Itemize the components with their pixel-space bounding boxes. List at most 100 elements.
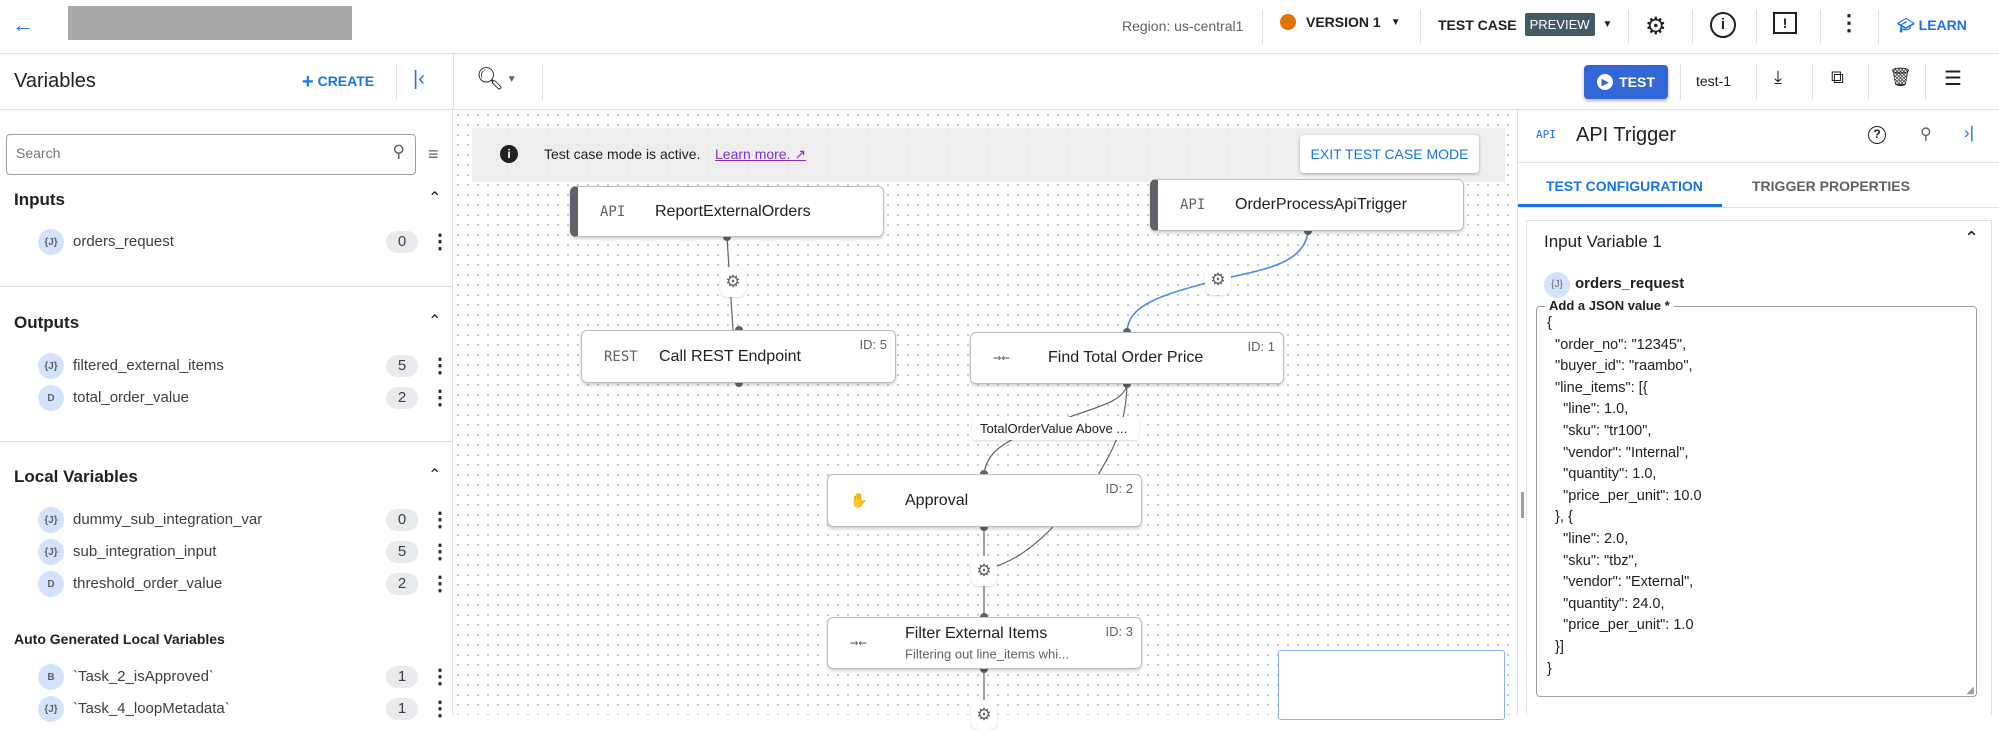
test-case-selector[interactable]: TEST CASE PREVIEW ▼ <box>1438 13 1612 36</box>
section-title: Input Variable 1 <box>1544 232 1662 251</box>
json-value-text: { "order_no": "12345", "buyer_id": "raam… <box>1547 315 1702 677</box>
test-button[interactable]: ▶ TEST <box>1584 65 1668 99</box>
back-arrow-icon[interactable]: ← <box>12 12 34 37</box>
section-auto-title: Auto Generated Local Variables <box>14 631 225 647</box>
task-title: Call REST Endpoint <box>659 347 801 365</box>
pin-icon[interactable]: ⚲ <box>1920 126 1932 143</box>
create-label: CREATE <box>317 73 375 89</box>
create-variable-button[interactable]: + CREATE <box>302 71 374 94</box>
task-title: Filter External Items <box>905 625 1048 642</box>
task-node[interactable]: →← Filter External Items Filtering out li… <box>827 617 1142 669</box>
more-vert-icon[interactable]: ⋮ <box>430 698 450 720</box>
filter-sort-icon[interactable]: ≡ <box>428 144 439 164</box>
section-outputs-title: Outputs <box>14 313 80 332</box>
more-vert-icon[interactable]: ⋮ <box>430 541 450 563</box>
chevron-up-icon[interactable]: ⌃ <box>428 467 442 484</box>
edge-condition-gear-icon[interactable]: ⚙ <box>971 700 997 730</box>
json-value-textarea[interactable]: Add a JSON value * { "order_no": "12345"… <box>1536 298 1977 697</box>
edge-condition-gear-icon[interactable]: ⚙ <box>971 556 997 586</box>
version-selector[interactable]: VERSION 1 ▼ <box>1280 14 1401 30</box>
api-icon: API <box>1536 128 1556 141</box>
variable-type-icon: {J} <box>38 507 64 533</box>
variable-type-icon: B <box>38 664 64 690</box>
usage-count-badge: 5 <box>386 355 418 377</box>
version-status-dot <box>1280 14 1296 30</box>
version-label: VERSION 1 <box>1306 14 1381 30</box>
test-case-name: test-1 <box>1696 73 1732 89</box>
resize-handle-icon[interactable]: ◢ <box>1966 685 1974 696</box>
search-box[interactable]: ⚲ <box>6 134 416 175</box>
download-icon[interactable]: ⤓ <box>1774 67 1782 87</box>
section-locals-title: Local Variables <box>14 467 138 486</box>
learn-button[interactable]: 🎓︎ LEARN <box>1897 17 1967 34</box>
edge-condition-gear-icon[interactable]: ⚙ <box>720 267 746 297</box>
zoom-in-icon: 🔍︎ <box>476 66 504 91</box>
more-vert-icon[interactable]: ⋮ <box>430 355 450 377</box>
variable-type-icon: {J} <box>38 229 64 255</box>
plus-icon: + <box>302 71 314 93</box>
delete-icon[interactable]: 🗑︎ <box>1889 67 1912 87</box>
help-icon[interactable]: ? <box>1868 126 1886 144</box>
edge-condition-gear-icon[interactable]: ⚙ <box>1205 265 1231 295</box>
more-vert-icon[interactable]: ⋮ <box>430 509 450 531</box>
chevron-up-icon[interactable]: ⌃ <box>1964 228 1980 248</box>
variable-name: orders_request <box>1575 275 1685 292</box>
test-label: TEST <box>1619 74 1655 90</box>
edge-condition-label[interactable]: TotalOrderValue Above ... <box>972 417 1139 440</box>
search-input[interactable] <box>16 145 366 161</box>
task-type-icon: REST <box>604 348 638 365</box>
learn-more-link[interactable]: Learn more. ↗ <box>715 146 806 163</box>
variable-type-icon: {J} <box>38 696 64 722</box>
banner-text: Test case mode is active. <box>544 146 701 162</box>
tab-test-configuration[interactable]: TEST CONFIGURATION <box>1546 178 1703 194</box>
info-icon[interactable]: i <box>1710 12 1736 38</box>
zoom-menu[interactable]: 🔍︎ ▼ <box>476 66 517 92</box>
copy-icon[interactable]: ⧉ <box>1831 67 1844 87</box>
exit-test-case-mode-button[interactable]: EXIT TEST CASE MODE <box>1300 135 1479 173</box>
task-type-icon: →← <box>850 635 867 651</box>
task-type-icon: ✋ <box>850 492 868 509</box>
usage-count-badge: 2 <box>386 573 418 595</box>
minimap[interactable] <box>1278 650 1505 720</box>
task-title: ReportExternalOrders <box>655 202 811 220</box>
chevron-up-icon[interactable]: ⌃ <box>428 190 442 207</box>
more-vert-icon[interactable]: ⋮ <box>430 666 450 688</box>
more-vert-icon[interactable]: ⋮ <box>430 231 450 253</box>
top-bar: ← Region: us-central1 VERSION 1 ▼ TEST C… <box>0 0 1999 54</box>
chevron-up-icon[interactable]: ⌃ <box>428 313 442 330</box>
more-vert-icon[interactable]: ⋮ <box>430 573 450 595</box>
json-field-label: Add a JSON value * <box>1545 298 1674 313</box>
task-type-icon: API <box>1180 197 1206 213</box>
variables-panel: ⚲ ≡ Inputs⌃ {J} orders_request 0 ⋮Output… <box>0 110 453 722</box>
collapse-panel-icon[interactable]: |‹ <box>413 68 425 90</box>
variables-title: Variables <box>14 70 96 92</box>
search-icon: ⚲ <box>392 142 405 161</box>
panel-resize-handle[interactable] <box>1521 492 1524 518</box>
variable-type-icon: D <box>38 571 64 597</box>
tab-trigger-properties[interactable]: TRIGGER PROPERTIES <box>1752 178 1910 194</box>
usage-count-badge: 0 <box>386 509 418 531</box>
task-subtitle: Filtering out line_items whi... <box>905 646 1070 662</box>
more-vert-icon[interactable]: ⋮ <box>1838 10 1860 35</box>
more-vert-icon[interactable]: ⋮ <box>430 387 450 409</box>
menu-lines-icon[interactable]: ☰ <box>1944 68 1962 90</box>
variable-name: `Task_2_isApproved` <box>73 668 214 685</box>
task-node[interactable]: API ReportExternalOrders <box>570 186 884 237</box>
learn-more-label: Learn more. <box>715 146 791 162</box>
task-type-icon: API <box>600 203 626 220</box>
settings-gear-icon[interactable]: ⚙ <box>1645 13 1667 40</box>
feedback-icon[interactable]: ! <box>1773 12 1797 34</box>
close-panel-icon[interactable]: ›| <box>1964 123 1975 142</box>
test-mode-banner: i Test case mode is active. Learn more. … <box>472 128 1505 182</box>
section-inputs-title: Inputs <box>14 190 65 209</box>
test-case-label: TEST CASE <box>1438 16 1517 33</box>
usage-count-badge: 2 <box>386 387 418 409</box>
variable-name: filtered_external_items <box>73 357 224 374</box>
caret-down-icon: ▼ <box>1390 16 1401 28</box>
toolbar: Variables + CREATE |‹ 🔍︎ ▼ ▶ TEST test-1… <box>0 54 1999 110</box>
task-id: ID: 3 <box>1105 624 1133 639</box>
